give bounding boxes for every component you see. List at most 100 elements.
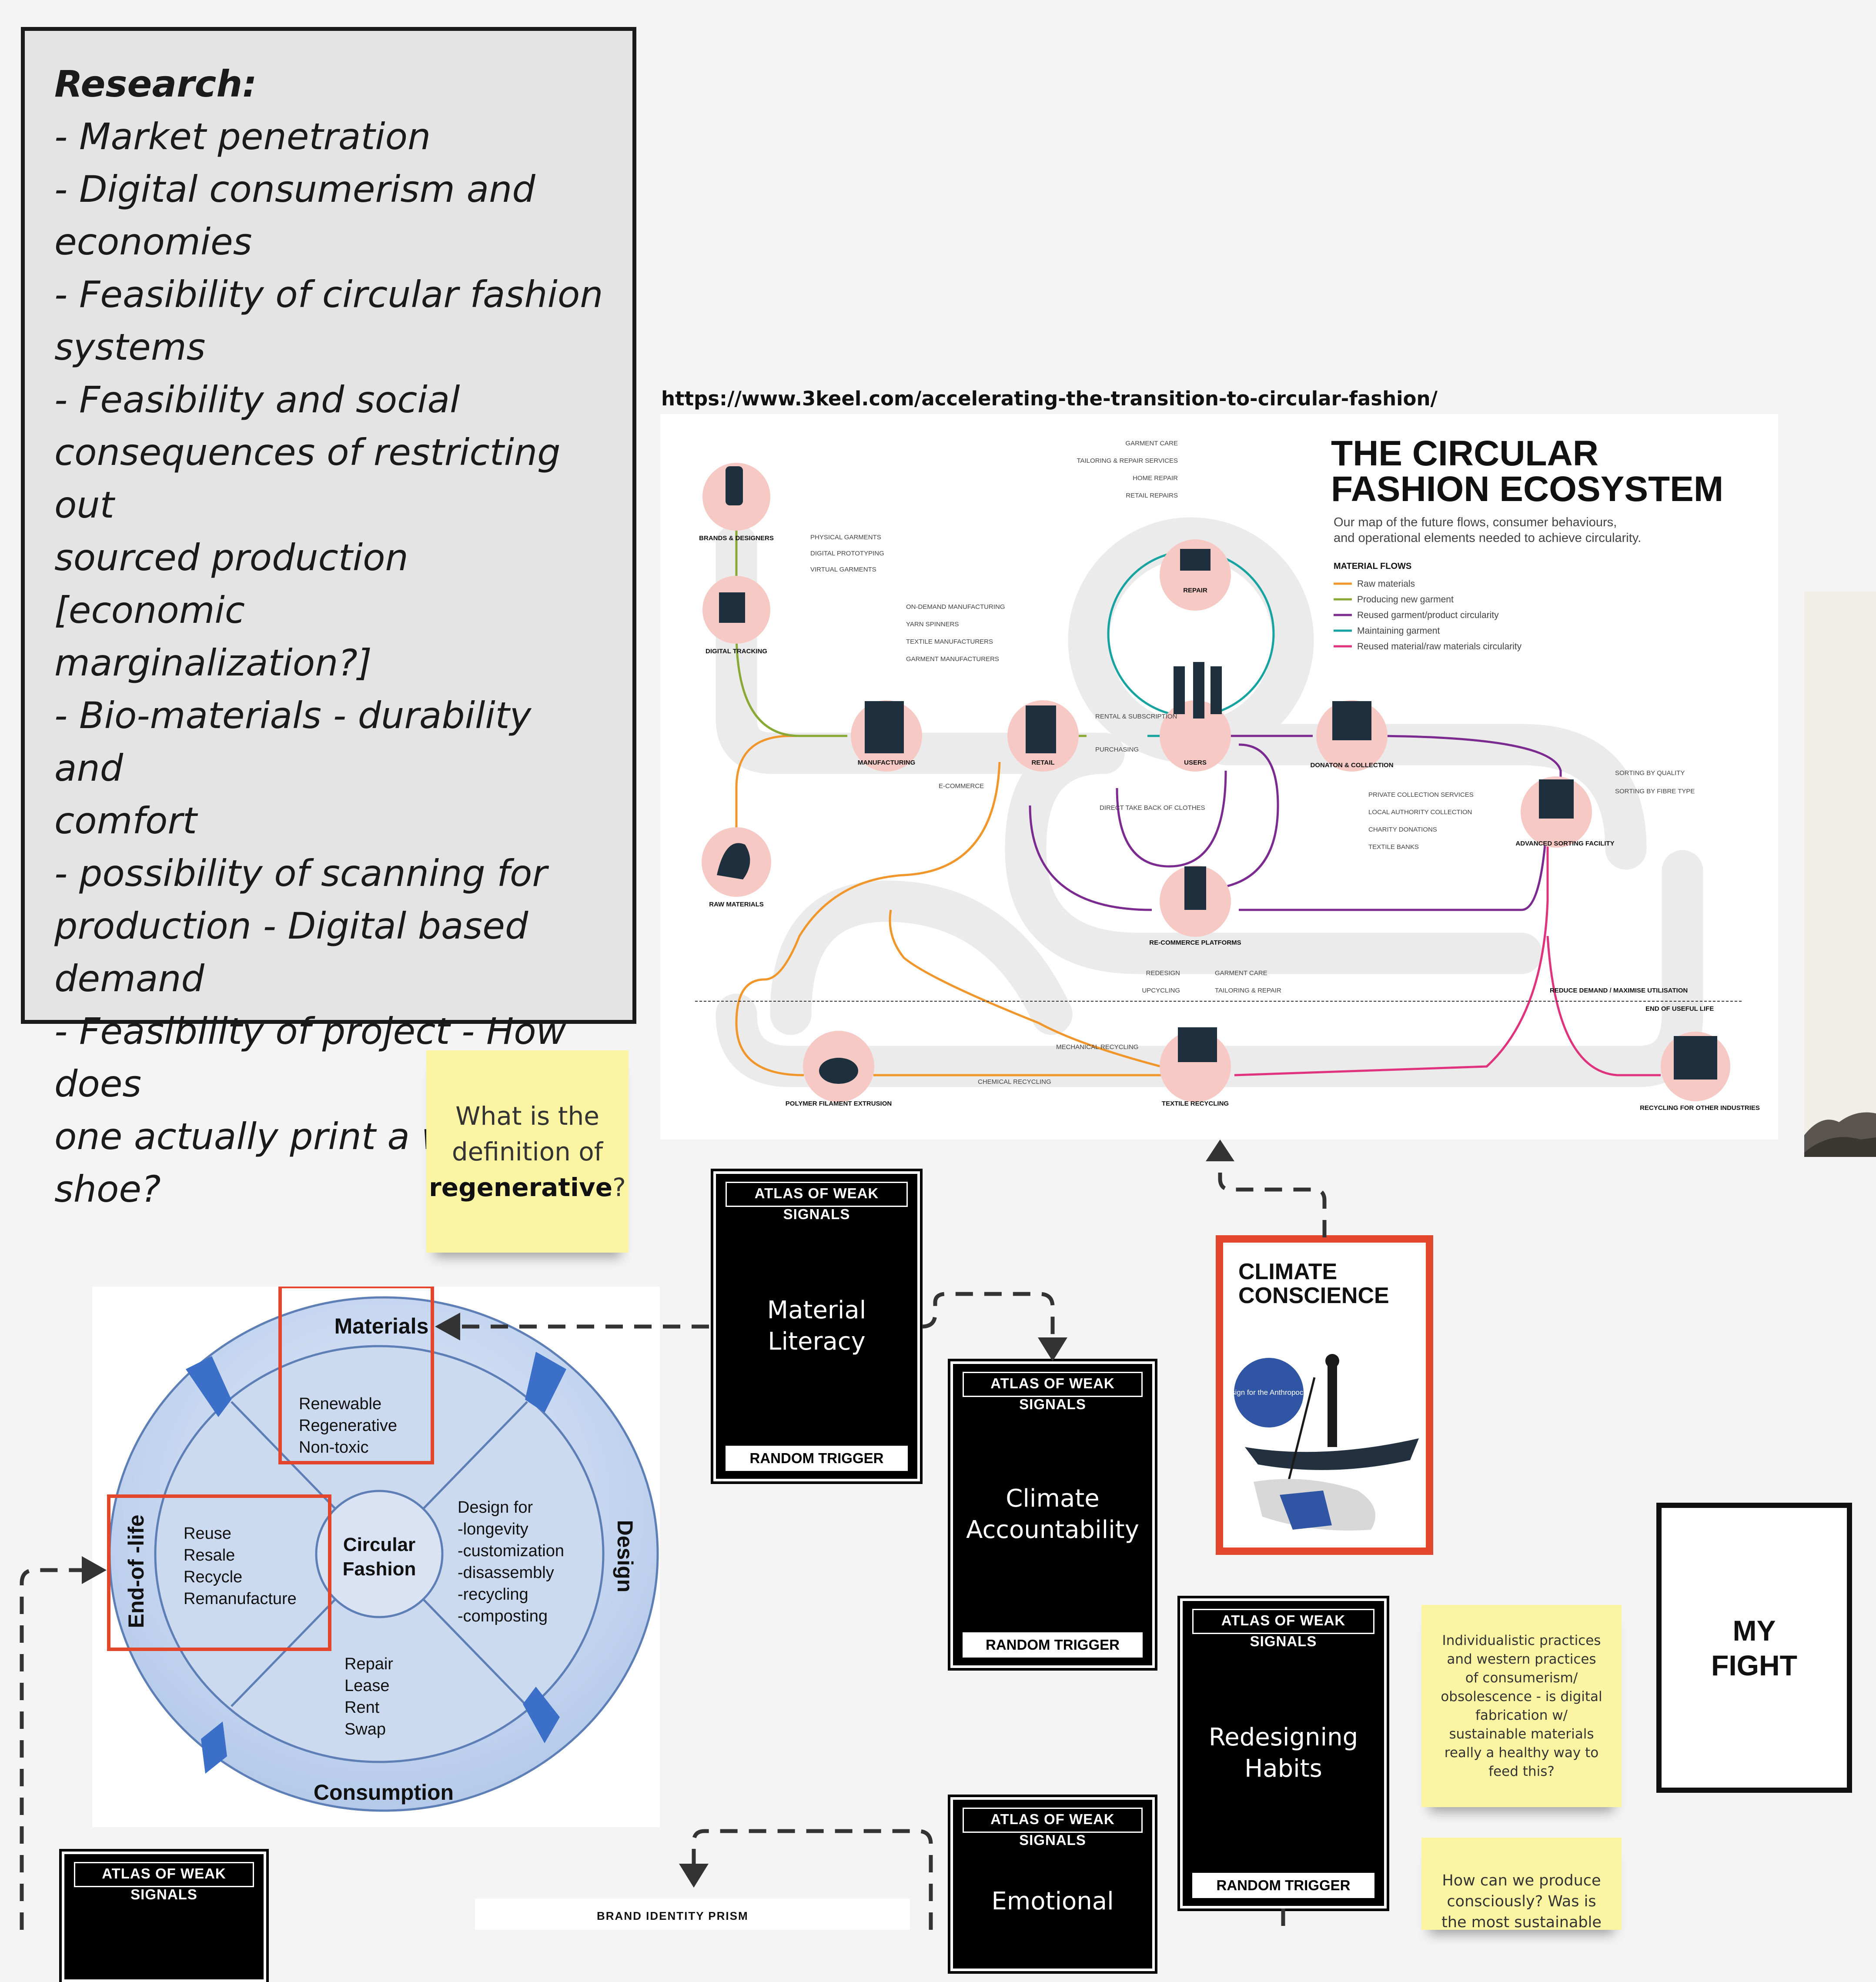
cycle-arrows <box>186 1352 566 1774</box>
card-emotional[interactable]: ATLAS OF WEAK SIGNALS Emotional <box>948 1795 1157 1974</box>
design-item: Design for <box>458 1498 533 1517</box>
node-d-label: MANUFACTURING <box>858 759 916 766</box>
eol-item: Remanufacture <box>184 1590 297 1608</box>
photo-rocks-icon <box>1804 1112 1876 1157</box>
annotations: GARMENT CARE TAILORING & REPAIR SERVICES… <box>810 440 1714 1086</box>
research-line: demand <box>54 957 204 1000</box>
note-sorting: SORTING BY FIBRE TYPE <box>1615 788 1695 795</box>
legend: Raw materials Producing new garment Reus… <box>1334 579 1522 652</box>
research-line: - possibility of scanning for <box>54 852 547 895</box>
note-repair: RETAIL REPAIRS <box>1126 492 1178 499</box>
flow-raw <box>735 735 1196 1076</box>
arrow-down-icon <box>1038 1337 1067 1361</box>
eol-item: Resale <box>184 1546 235 1564</box>
card-footer: RANDOM TRIGGER <box>1192 1873 1374 1898</box>
consumption-item: Repair <box>344 1655 393 1673</box>
ecosystem-svg: BRANDS & DESIGNERS DIGITAL TRACKING RAW … <box>695 434 1760 1112</box>
note-purchasing: PURCHASING <box>1095 746 1139 753</box>
connector-cc-to-eco <box>1218 1157 1327 1237</box>
my-fight-line: MY <box>1732 1614 1776 1647</box>
research-line: economies <box>54 221 252 263</box>
node-j-label: ADVANCED SORTING FACILITY <box>1515 840 1614 847</box>
card-title: Material Literacy <box>767 1296 866 1356</box>
research-title: Research: <box>54 63 257 105</box>
circular-ecosystem-image[interactable]: BRANDS & DESIGNERS DIGITAL TRACKING RAW … <box>660 414 1778 1140</box>
legend-item: Maintaining garment <box>1357 626 1440 636</box>
card-title: Emotional <box>991 1887 1114 1915</box>
research-line: - Digital consumerism and <box>54 168 535 211</box>
research-line: - Bio-materials - durability and <box>54 694 532 789</box>
node-f-label: USERS <box>1184 759 1207 766</box>
center-circle <box>315 1490 444 1618</box>
note-sorting: SORTING BY QUALITY <box>1615 769 1685 777</box>
my-fight-card[interactable]: MY FIGHT <box>1656 1503 1852 1793</box>
note-tailoring: TAILORING & REPAIR <box>1215 987 1281 994</box>
sticky-note-regenerative[interactable]: What is the definition of regenerative? <box>426 1050 629 1253</box>
card-header: ATLAS OF WEAK SIGNALS <box>963 1808 1143 1848</box>
circular-fashion-diagram[interactable]: Materials Renewable Regenerative Non-tox… <box>92 1287 660 1827</box>
node-h-label: RE-COMMERCE PLATFORMS <box>1149 939 1241 946</box>
my-fight-text: MY FIGHT <box>1711 1613 1797 1683</box>
node-a-label: BRANDS & DESIGNERS <box>699 535 774 542</box>
research-line: systems <box>54 326 206 368</box>
card-header: ATLAS OF WEAK SIGNALS <box>963 1372 1143 1412</box>
note-collection: TEXTILE BANKS <box>1368 843 1419 851</box>
card-climate-accountability[interactable]: ATLAS OF WEAK SIGNALS Climate Accountabi… <box>948 1359 1157 1671</box>
brand-identity-prism-image[interactable]: BRAND IDENTITY PRISM <box>475 1898 910 1930</box>
note-manufacturing: TEXTILE MANUFACTURERS <box>906 638 993 645</box>
note-mechanical: MECHANICAL RECYCLING <box>1056 1043 1138 1051</box>
design-item: -composting <box>458 1607 548 1625</box>
sticky-note-individualistic[interactable]: Individualistic practices and western pr… <box>1421 1605 1622 1807</box>
note-garment-care: GARMENT CARE <box>1215 969 1267 977</box>
research-line: - Feasibility and social <box>54 378 460 421</box>
note-repair: TAILORING & REPAIR SERVICES <box>1077 457 1178 465</box>
note-takeback: DIRECT TAKE BACK OF CLOTHES <box>1100 804 1205 812</box>
cc-title-1: CLIMATE <box>1238 1259 1338 1284</box>
center-label: Circular <box>343 1534 415 1555</box>
source-url-link[interactable]: https://www.3keel.com/accelerating-the-t… <box>661 387 1438 410</box>
partial-photo[interactable] <box>1804 592 1876 1157</box>
research-line: - Feasibility of circular fashion <box>54 273 603 316</box>
node-g-label: REPAIR <box>1183 587 1207 594</box>
research-line: comfort <box>54 799 197 842</box>
research-line: - Feasibility of project - How does <box>54 1010 566 1105</box>
design-item: -disassembly <box>458 1564 554 1582</box>
materials-item: Regenerative <box>299 1417 397 1435</box>
sticky-note-produce-consciously[interactable]: How can we produce consciously? Was is t… <box>1421 1838 1622 1931</box>
note-repair: GARMENT CARE <box>1125 440 1178 447</box>
note-upcycling: UPCYCLING <box>1142 987 1180 994</box>
research-line: shoe? <box>54 1168 161 1210</box>
card-partial[interactable]: ATLAS OF WEAK SIGNALS <box>59 1849 269 1982</box>
sticky-indiv-text: Individualistic practices and western pr… <box>1441 1632 1602 1779</box>
note-collection: LOCAL AUTHORITY COLLECTION <box>1368 809 1472 816</box>
note-manufacturing: GARMENT MANUFACTURERS <box>906 655 999 663</box>
eco-title-2: FASHION ECOSYSTEM <box>1331 469 1723 509</box>
note-collection: CHARITY DONATIONS <box>1368 826 1437 833</box>
research-note[interactable]: Research: - Market penetration - Digital… <box>21 27 636 1210</box>
materials-item: Non-toxic <box>299 1438 369 1457</box>
node-e-label: RETAIL <box>1031 759 1054 766</box>
legend-item: Reused garment/product circularity <box>1357 610 1499 620</box>
climate-conscience-card[interactable]: CLIMATE CONSCIENCE Design for the Anthro… <box>1216 1235 1433 1555</box>
research-line: consequences of restricting out <box>54 431 561 526</box>
consumption-item: Lease <box>344 1677 390 1695</box>
design-item: -customization <box>458 1542 564 1560</box>
cc-title: CLIMATE CONSCIENCE <box>1238 1260 1389 1308</box>
eol-item: Reuse <box>184 1524 231 1543</box>
card-title: Climate Accountability <box>966 1484 1139 1544</box>
flow-recycling <box>1234 797 1661 1076</box>
legend-item: Producing new garment <box>1357 595 1454 605</box>
research-line: marginalization?] <box>54 642 372 684</box>
sticky-how-text: How can we produce consciously? Was is t… <box>1441 1872 1602 1931</box>
consumption-item: Rent <box>344 1698 380 1717</box>
node-icons <box>717 466 1717 1084</box>
note-brands: VIRTUAL GARMENTS <box>810 566 876 573</box>
design-label: Design <box>613 1520 637 1593</box>
my-fight-line: FIGHT <box>1711 1649 1797 1681</box>
card-redesigning-habits[interactable]: ATLAS OF WEAK SIGNALS Redesigning Habits… <box>1177 1596 1389 1911</box>
eco-subtitle-2: and operational elements needed to achie… <box>1334 531 1641 545</box>
card-material-literacy[interactable]: ATLAS OF WEAK SIGNALS Material Literacy … <box>711 1169 923 1484</box>
flow-reused <box>1029 735 1562 911</box>
node-k-label: RECYCLING FOR OTHER INDUSTRIES <box>1640 1104 1760 1112</box>
legend-item: Raw materials <box>1357 579 1415 589</box>
